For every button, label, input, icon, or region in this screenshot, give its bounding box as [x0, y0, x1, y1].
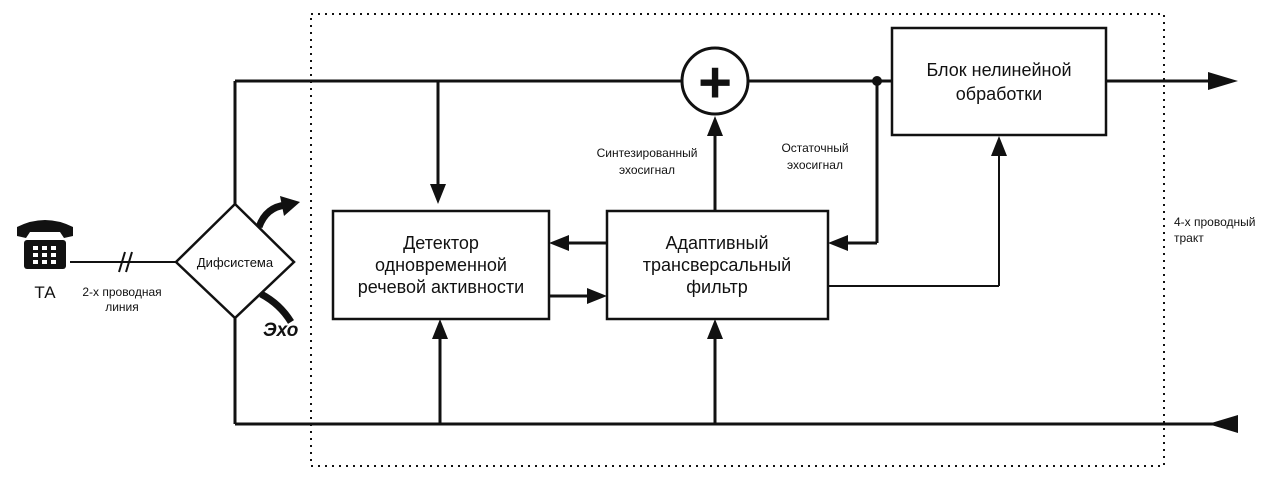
bottom-to-detector-arrow — [432, 319, 448, 339]
phone-label: ТА — [34, 283, 56, 302]
filter-label-line1: Адаптивный — [665, 233, 768, 253]
adder-circle — [680, 46, 750, 116]
detector-label-line3: речевой активности — [358, 277, 524, 297]
echo-arrow-out — [255, 201, 287, 229]
detector-label-line2: одновременной — [375, 255, 507, 275]
four-wire-label-line1: 4-х проводный — [1174, 215, 1255, 229]
telephone-icon — [17, 220, 73, 269]
residual-echo-label-line1: Остаточный — [781, 141, 848, 155]
filter-label-line2: трансверсальный — [643, 255, 791, 275]
filter-label-line3: фильтр — [686, 277, 748, 297]
synth-echo-label-line1: Синтезированный — [597, 146, 698, 160]
filter-to-adder-arrow — [707, 116, 723, 136]
input-arrow-head — [1208, 415, 1238, 433]
two-wire-tick-2 — [125, 251, 133, 273]
synth-echo-label-line2: эхосигнал — [619, 163, 675, 177]
nlp-label-line1: Блок нелинейной — [926, 60, 1071, 80]
two-wire-label-line2: линия — [105, 300, 139, 314]
residual-echo-arrow — [828, 235, 848, 251]
bottom-to-filter-arrow — [707, 319, 723, 339]
filter-to-detector-arrow — [549, 235, 569, 251]
residual-echo-label-line2: эхосигнал — [787, 158, 843, 172]
filter-block — [605, 209, 830, 321]
two-wire-tick-1 — [118, 251, 126, 273]
nlp-label-line2: обработки — [956, 84, 1042, 104]
filter-to-nlp-arrow — [991, 136, 1007, 156]
echo-label: Эхо — [263, 320, 298, 341]
hybrid-label: Дифсистема — [197, 255, 274, 270]
echo-arrow-in — [259, 290, 294, 324]
detector-label-line1: Детектор — [403, 233, 479, 253]
two-wire-label-line1: 2-х проводная — [82, 285, 161, 299]
echo-canceller-boundary — [310, 13, 1165, 467]
four-wire-label-line2: тракт — [1174, 231, 1204, 245]
top-to-detector-arrow — [430, 184, 446, 204]
detector-to-filter-arrow — [587, 288, 607, 304]
nlp-block — [890, 26, 1108, 137]
detector-block — [331, 209, 551, 321]
adder-symbol: + — [698, 50, 732, 115]
echo-arrow-out-head — [280, 196, 300, 216]
output-arrow-head — [1208, 72, 1238, 90]
